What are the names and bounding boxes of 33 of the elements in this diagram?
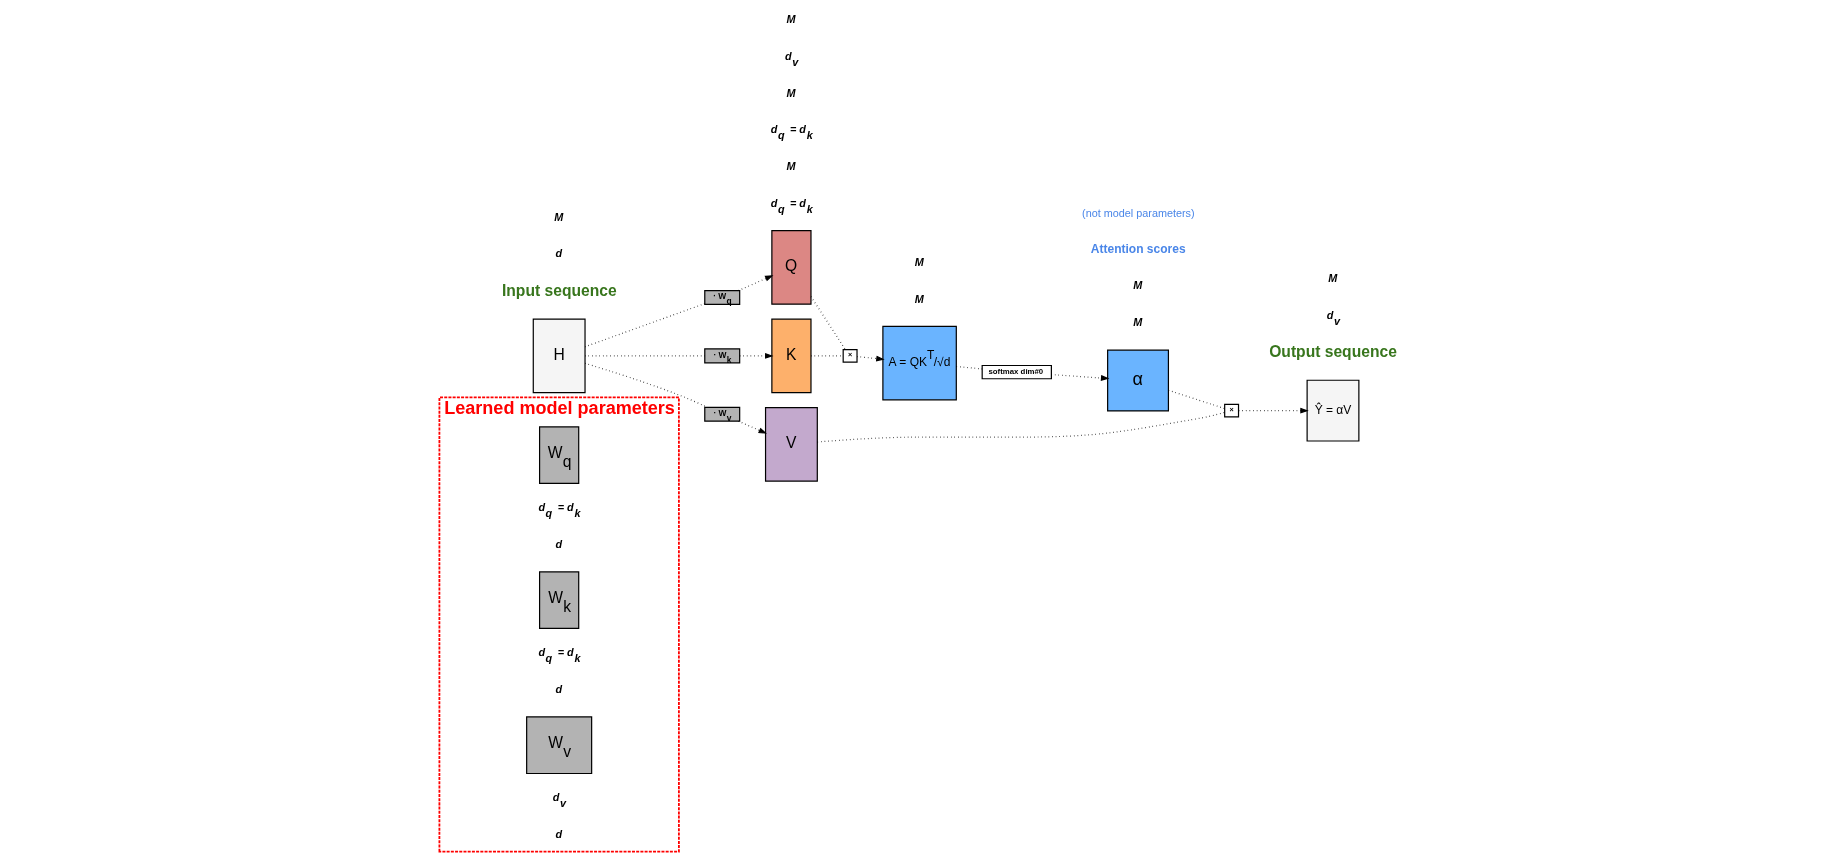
arrow (738, 275, 774, 292)
label: d (555, 828, 563, 841)
arrow (738, 420, 767, 434)
connector (816, 411, 1226, 443)
arrow (739, 352, 774, 359)
label: d (555, 538, 563, 551)
label: M (914, 292, 924, 305)
label: M (786, 86, 796, 99)
connector (584, 362, 708, 408)
label: M (786, 13, 796, 26)
node-box: K (771, 318, 812, 394)
connector (810, 296, 846, 350)
label: M (1328, 272, 1338, 285)
node-box: H (532, 318, 586, 394)
label: M (554, 210, 564, 223)
node-box: V (764, 407, 818, 482)
label: M (1133, 316, 1143, 329)
label: Attention scores (1090, 241, 1186, 256)
label: d (555, 683, 563, 696)
label: M (786, 160, 796, 173)
connector (955, 365, 983, 370)
node-label: Input sequence (501, 281, 617, 299)
node-box: Q (771, 230, 812, 305)
label: (not model parameters) (1082, 206, 1195, 219)
label: M (914, 255, 924, 268)
label: d (555, 247, 563, 260)
connector (810, 355, 844, 357)
label: M (1133, 279, 1143, 292)
node-label: Output sequence (1269, 343, 1397, 361)
node-box: α (1107, 349, 1169, 412)
arrow (856, 355, 885, 362)
arrow (1238, 407, 1309, 414)
node-box: Ŷ = αV (1306, 379, 1360, 442)
